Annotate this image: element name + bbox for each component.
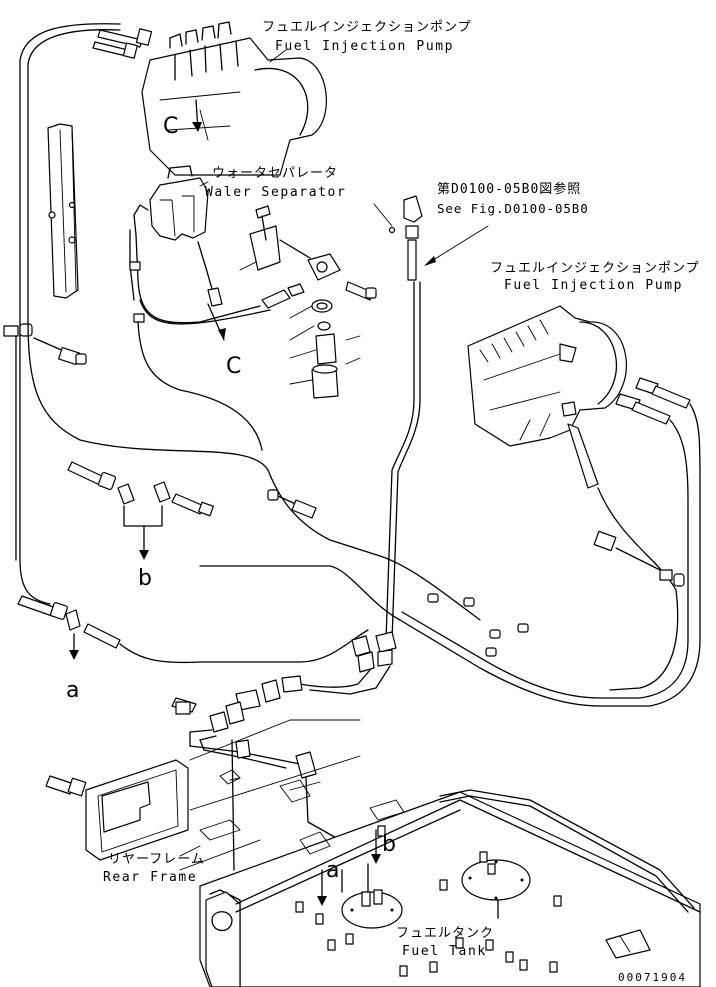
rear-frame-outline [179, 719, 361, 871]
right-fuel-injection-pump [467, 305, 627, 447]
crossover-hose-fittings [67, 461, 214, 517]
callout-arrow-c-upper [192, 99, 202, 132]
reference-elbow-fitting [403, 195, 423, 281]
callout-a-left: a [66, 678, 80, 703]
pump-inlet-bolts [92, 28, 153, 59]
clamp-bolt-right [593, 530, 661, 571]
drawing-number: 00071904 [618, 971, 687, 984]
pump-top-label-en: Fuel Injection Pump [275, 39, 455, 54]
callout-b-right: b [382, 832, 396, 857]
callout-c-upper: C [163, 114, 179, 139]
feed-pipe-vertical-2 [391, 281, 421, 641]
return-hoses-right [199, 403, 701, 707]
callout-arrow-a-left [69, 633, 79, 660]
fuel-tank-sender-unit [341, 863, 403, 929]
crossover-clamp [267, 489, 317, 519]
right-pump-fittings [567, 377, 691, 489]
separator-outlet-hose-end [261, 289, 291, 309]
hose-clamp-sep-1 [129, 261, 141, 271]
reference-label-jp: 第D0100-05B0図参照 [437, 182, 582, 197]
separator-label-en: Waler Separator [205, 185, 347, 200]
pump-right-label-en: Fuel Injection Pump [504, 278, 684, 293]
separator-hoses [129, 229, 271, 325]
callout-arrow-b-right [371, 829, 381, 864]
feed-pipe-vertical [385, 281, 415, 641]
callout-bracket-b-left [123, 505, 163, 560]
rear-frame-bolt [45, 775, 87, 797]
callout-a-small: a [326, 858, 340, 883]
return-hose-outer [15, 23, 121, 605]
pump-right-label-jp: フュエルインジェクションポンプ [490, 261, 700, 276]
small-pin [388, 226, 396, 234]
callout-c-lower: C [226, 354, 242, 379]
diagonal-hose-fittings [427, 593, 529, 657]
feed-pipe-lower-fittings [281, 631, 397, 695]
fuel-tank-label-en: Fuel Tank [402, 944, 487, 959]
separator-label-jp: ウォータセパレータ [212, 166, 339, 181]
lower-left-hose-end [17, 595, 369, 664]
upper-fuel-injection-pump [141, 21, 327, 176]
hose-clamp-right-2 [673, 573, 685, 587]
fuel-tank-fasteners [295, 825, 562, 977]
lower-pipe-assembly [171, 679, 343, 871]
pump-top-label-jp: フュエルインジェクションポンプ [262, 20, 472, 35]
leader-separator [199, 181, 209, 187]
clamp-bolt-left [33, 337, 87, 366]
mounting-bracket-left [47, 123, 79, 299]
fuel-tank [199, 789, 701, 987]
rear-frame-label-jp: リヤーフレーム [108, 852, 205, 867]
sub-fitting-block [279, 239, 377, 399]
leader-reference [429, 225, 489, 263]
rear-frame [85, 759, 189, 861]
callout-arrow-a-small [317, 869, 327, 906]
rear-frame-label-en: Rear Frame [103, 870, 198, 885]
fuel-tank-bracket-right [605, 929, 651, 959]
hose-clamp-left-upper [3, 323, 33, 337]
hose-clamp-sep-2 [133, 313, 145, 323]
callout-arrow-c-lower [207, 303, 226, 341]
water-separator [133, 165, 209, 241]
separator-outlet-nut [287, 283, 305, 297]
separator-bracket [239, 205, 281, 271]
fuel-tank-label-jp: フュエルタンク [396, 926, 495, 941]
separator-drain-fitting [207, 287, 223, 307]
crossover-hose [27, 319, 481, 621]
reference-label-en: See Fig.D0100-05B0 [437, 201, 589, 216]
leader-pump-top [269, 49, 287, 63]
leader-reference-arrow [424, 256, 436, 266]
callout-b-left: b [138, 566, 152, 591]
leader-small-pin [373, 203, 393, 227]
hose-clamp-right-1 [659, 569, 673, 581]
fuel-tank-hatch [461, 859, 531, 919]
